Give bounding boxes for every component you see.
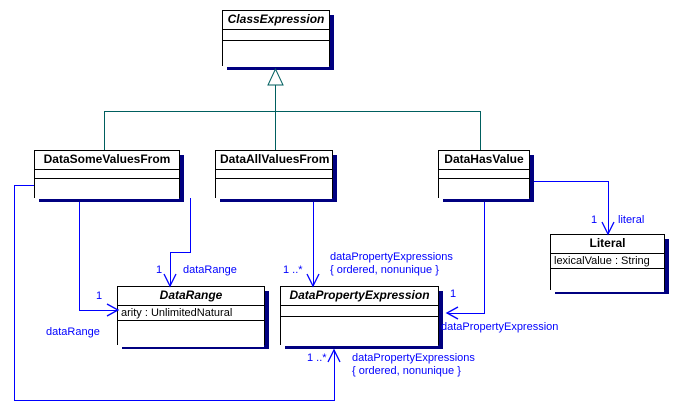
- class-attributes-class-expression: [223, 30, 329, 41]
- class-operations-data-property-expression: [281, 317, 438, 346]
- generalization-drop-data-has-value: [480, 111, 481, 151]
- box-shadow-right: [265, 291, 269, 349]
- box-shadow-right: [333, 155, 337, 202]
- generalization-triangle-icon: [267, 67, 284, 86]
- assoc-hasvalue-dpe-seg-v1: [484, 198, 485, 313]
- class-box-data-some-values-from[interactable]: DataSomeValuesFrom: [34, 150, 184, 202]
- box-shadow-right: [180, 155, 184, 202]
- box-shadow-bottom: [220, 198, 337, 202]
- assoc-hasvalue-literal-seg-h1: [530, 181, 609, 182]
- assoc-hasvalue-literal-seg-v1: [608, 181, 609, 234]
- class-operations-class-expression: [223, 41, 329, 67]
- class-name-data-range: DataRange: [118, 287, 264, 306]
- class-operations-data-all-values-from: [216, 179, 332, 199]
- assoc-all-datarange-seg-h1: [170, 252, 191, 253]
- class-operations-data-has-value: [439, 179, 529, 199]
- assoc-all-datarange-seg-v1: [190, 198, 191, 252]
- label-some-dpe-constraint: { ordered, nonunique }: [352, 365, 461, 377]
- assoc-some-datarange-seg-v1: [79, 180, 80, 310]
- box-shadow-right: [530, 155, 534, 202]
- class-box-data-all-values-from[interactable]: DataAllValuesFrom: [215, 150, 337, 202]
- label-some-datarange-role: dataRange: [46, 326, 100, 338]
- box-shadow-right: [330, 15, 334, 70]
- class-name-class-expression: ClassExpression: [223, 11, 329, 30]
- class-attributes-data-some-values-from: [35, 170, 179, 179]
- generalization-drop-data-some-values-from: [104, 111, 105, 151]
- class-attributes-literal: lexicalValue : String: [551, 254, 664, 269]
- assoc-some-dpe-seg-h0: [14, 185, 35, 186]
- box-shadow-right: [665, 239, 669, 294]
- class-operations-data-some-values-from: [35, 179, 179, 199]
- class-box-data-range[interactable]: DataRange arity : UnlimitedNatural: [117, 286, 269, 349]
- label-hasvalue-dpe-role: dataPropertyExpression: [441, 321, 559, 333]
- class-name-data-all-values-from: DataAllValuesFrom: [216, 151, 332, 170]
- assoc-some-dpe-seg-v2: [334, 350, 335, 401]
- label-hasvalue-literal-multiplicity: 1: [591, 214, 598, 226]
- box-shadow-bottom: [555, 290, 669, 294]
- label-some-dpe-role: dataPropertyExpressions: [352, 352, 475, 364]
- generalization-drop-data-all-values-from: [275, 111, 276, 151]
- label-some-datarange-multiplicity: 1: [96, 290, 103, 302]
- assoc-hasvalue-dpe-seg-h1: [447, 313, 485, 314]
- class-name-data-property-expression: DataPropertyExpression: [281, 287, 438, 306]
- class-box-literal[interactable]: Literal lexicalValue : String: [550, 234, 669, 294]
- label-all-dpe-role: dataPropertyExpressions: [330, 251, 453, 263]
- label-hasvalue-literal-role: literal: [618, 214, 645, 226]
- assoc-some-datarange-seg-h2: [79, 310, 117, 311]
- class-box-data-property-expression[interactable]: DataPropertyExpression: [280, 286, 443, 349]
- class-box-data-has-value[interactable]: DataHasValue: [438, 150, 534, 202]
- class-name-literal: Literal: [551, 235, 664, 254]
- assoc-all-dpe-seg-v1: [313, 198, 314, 286]
- box-shadow-bottom: [39, 198, 184, 202]
- label-some-dpe-multiplicity: 1 ..*: [307, 352, 327, 364]
- attribute-lexical-value: lexicalValue : String: [554, 255, 650, 267]
- class-attributes-data-property-expression: [281, 306, 438, 317]
- class-name-data-has-value: DataHasValue: [439, 151, 529, 170]
- class-attributes-data-has-value: [439, 170, 529, 179]
- class-operations-literal: [551, 269, 664, 292]
- box-shadow-bottom: [443, 198, 534, 202]
- label-all-dpe-constraint: { ordered, nonunique }: [330, 264, 439, 276]
- box-shadow-bottom: [122, 345, 269, 349]
- class-operations-data-range: [118, 321, 264, 347]
- box-shadow-bottom: [285, 345, 443, 349]
- attribute-arity: arity : UnlimitedNatural: [121, 307, 233, 319]
- label-all-datarange-role: dataRange: [183, 264, 237, 276]
- class-attributes-data-range: arity : UnlimitedNatural: [118, 306, 264, 321]
- assoc-all-datarange-seg-v2: [170, 252, 171, 286]
- generalization-bus-horizontal: [104, 111, 480, 112]
- assoc-some-dpe-seg-v1: [14, 185, 15, 401]
- label-hasvalue-dpe-multiplicity: 1: [450, 288, 457, 300]
- class-attributes-data-all-values-from: [216, 170, 332, 179]
- label-all-dpe-multiplicity: 1 ..*: [283, 264, 303, 276]
- assoc-some-dpe-seg-h1: [14, 400, 334, 401]
- class-box-class-expression[interactable]: ClassExpression: [222, 10, 334, 70]
- label-all-datarange-multiplicity: 1: [156, 264, 163, 276]
- class-name-data-some-values-from: DataSomeValuesFrom: [35, 151, 179, 170]
- box-shadow-right: [439, 291, 443, 349]
